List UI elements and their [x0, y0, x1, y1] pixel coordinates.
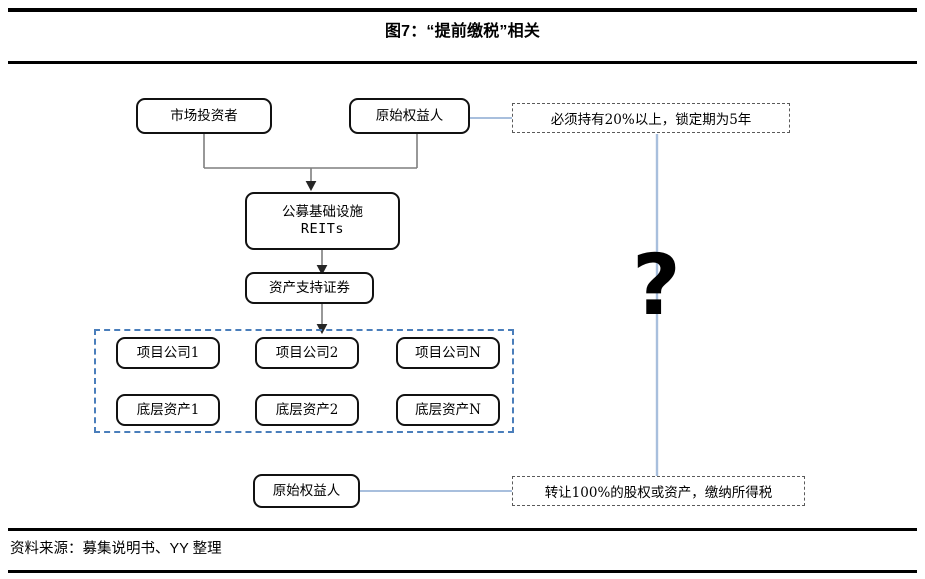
question-mark-glyph: ?	[632, 236, 681, 334]
node-underlying-asset-n[interactable]: 底层资产N	[396, 394, 500, 426]
figure-title: 图7：“提前缴税”相关	[384, 23, 541, 40]
node-project-company-n-label: 项目公司N	[415, 344, 481, 361]
node-underlying-asset-2-label: 底层资产2	[275, 401, 339, 418]
node-public-reits-label-line1: 公募基础设施	[282, 204, 363, 221]
node-project-company-n[interactable]: 项目公司N	[396, 337, 500, 369]
node-project-company-1-label: 项目公司1	[136, 344, 200, 361]
note-transfer-tax: 转让100%的股权或资产，缴纳所得税	[512, 476, 805, 506]
note-holding-requirement-text: 必须持有20%以上，锁定期为5年	[550, 112, 752, 128]
node-underlying-asset-1-label: 底层资产1	[136, 401, 200, 418]
node-abs-label: 资产支持证券	[269, 279, 350, 296]
node-public-reits-label-line2: REITs	[300, 221, 345, 237]
node-asset-backed-securities[interactable]: 资产支持证券	[245, 272, 374, 304]
top-rule	[8, 8, 917, 12]
node-original-owner-bottom-label: 原始权益人	[272, 482, 341, 499]
node-public-reits[interactable]: 公募基础设施 REITs	[245, 192, 400, 250]
bottom-rule	[8, 570, 917, 573]
note-holding-requirement: 必须持有20%以上，锁定期为5年	[512, 103, 790, 133]
node-project-company-2-label: 项目公司2	[275, 344, 339, 361]
node-original-owner-bottom[interactable]: 原始权益人	[253, 474, 360, 508]
node-underlying-asset-n-label: 底层资产N	[415, 401, 481, 418]
node-market-investor[interactable]: 市场投资者	[136, 98, 272, 134]
node-project-company-1[interactable]: 项目公司1	[116, 337, 220, 369]
node-market-investor-label: 市场投资者	[170, 107, 238, 124]
source-divider-rule	[8, 528, 917, 531]
note-transfer-tax-text: 转让100%的股权或资产，缴纳所得税	[544, 485, 773, 501]
node-underlying-asset-1[interactable]: 底层资产1	[116, 394, 220, 426]
title-underline-rule	[8, 61, 917, 64]
node-original-owner-top-label: 原始权益人	[375, 107, 444, 124]
node-project-company-2[interactable]: 项目公司2	[255, 337, 359, 369]
source-note: 资料来源：募集说明书、YY 整理	[10, 541, 222, 557]
node-original-owner-top[interactable]: 原始权益人	[349, 98, 470, 134]
group-region-project-assets	[94, 329, 514, 433]
node-underlying-asset-2[interactable]: 底层资产2	[255, 394, 359, 426]
question-mark-icon: ?	[632, 243, 681, 327]
